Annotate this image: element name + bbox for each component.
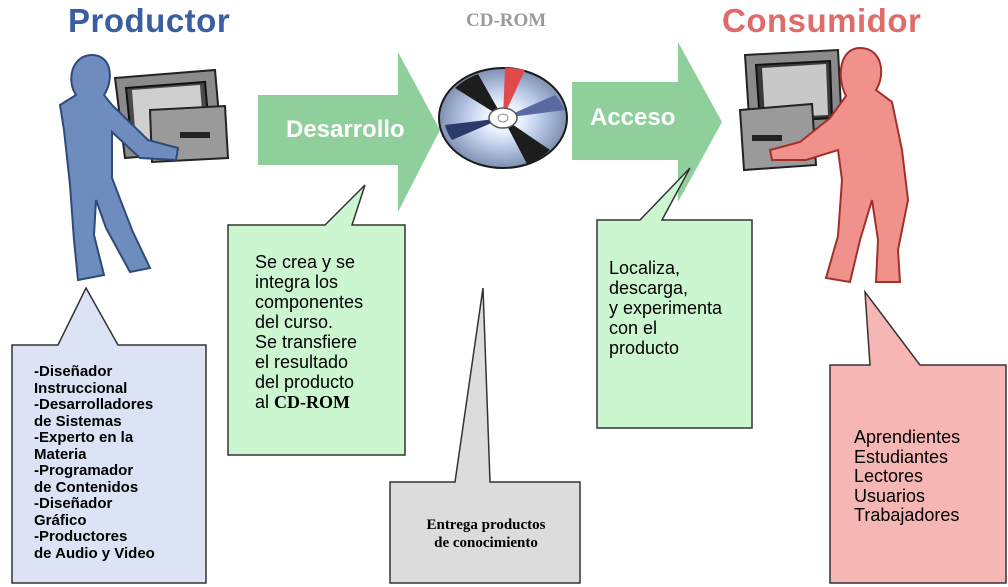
consumer-role-line: Trabajadores (854, 505, 960, 525)
access-line: con el (609, 318, 658, 338)
consumer-role-line: Usuarios (854, 485, 926, 506)
consumer-roles-callout-shape (829, 289, 1007, 584)
producer-roles-list: -Diseñador Instruccional -Desarrolladore… (34, 363, 155, 562)
consumer-role-line: Estudiantes (854, 446, 949, 467)
access-arrow-label: Acceso (590, 104, 676, 131)
producer-role-line: -Productores (34, 528, 128, 545)
producer-role-line: -Diseñador (34, 495, 113, 512)
development-line: Se transfiere (255, 332, 358, 352)
development-callout-shape (227, 184, 406, 456)
producer-roles-callout-shape (11, 286, 207, 584)
producer-figure-icon (58, 53, 180, 282)
cd-description-line: de conocimiento (434, 535, 538, 551)
development-line: componentes (255, 292, 364, 312)
development-arrow-label: Desarrollo (286, 116, 405, 143)
producer-title: Productor (68, 2, 231, 39)
consumer-roles-list: Aprendientes Estudiantes Lectores Usuari… (854, 427, 961, 526)
producer-role-line: de Contenidos (34, 478, 139, 496)
consumer-title: Consumidor (722, 2, 922, 39)
development-last-cdrom: CD-ROM (274, 392, 350, 412)
cd-description: Entrega productos de conocimiento (400, 516, 572, 552)
development-arrow-shape (258, 52, 440, 212)
consumer-role-line: Aprendientes (854, 427, 961, 447)
producer-role-line: -Experto en la (34, 429, 134, 446)
access-line: descarga, (609, 278, 689, 298)
development-line: integra los (255, 272, 339, 292)
cd-disc-icon (438, 67, 568, 169)
development-line: del producto (255, 372, 355, 392)
producer-role-line: Gráfico (34, 511, 87, 529)
cd-description-line: Entrega productos (426, 517, 546, 533)
development-description: Se crea y se integra los componentes del… (255, 252, 363, 412)
access-line: Localiza, (609, 258, 681, 278)
consumer-role-line: Lectores (854, 466, 924, 486)
development-line: del curso. (255, 312, 334, 332)
consumer-figure-icon (768, 46, 910, 284)
access-line: y experimenta (609, 298, 723, 318)
producer-role-line: Instruccional (34, 379, 128, 397)
producer-role-line: Materia (34, 445, 87, 463)
development-line: Se crea y se (255, 252, 356, 272)
producer-role-line: de Sistemas (34, 412, 122, 430)
access-callout-shape (596, 167, 753, 429)
producer-role-line: -Programador (34, 462, 134, 479)
access-line: producto (609, 338, 680, 358)
cd-callout-shape (389, 287, 581, 584)
development-line: el resultado (255, 352, 349, 372)
cdrom-title: CD-ROM (466, 10, 547, 31)
development-last-prefix: al (255, 392, 275, 412)
producer-role-line: -Desarrolladores (34, 396, 154, 413)
access-description: Localiza, descarga, y experimenta con el… (609, 258, 722, 358)
development-line-last: al CD-ROM (255, 392, 363, 412)
producer-role-line: de Audio y Video (34, 544, 155, 562)
producer-role-line: -Diseñador (34, 363, 113, 380)
access-arrow-shape (572, 42, 722, 202)
